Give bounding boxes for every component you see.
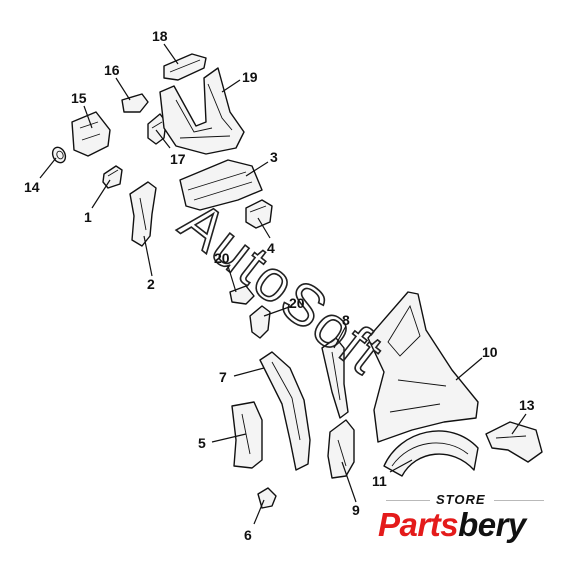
- part-19: [159, 67, 245, 155]
- logo-store-text: STORE: [436, 492, 486, 507]
- part-18: [163, 53, 207, 81]
- callout-15: 15: [71, 90, 87, 106]
- callout-4: 4: [267, 240, 275, 256]
- part-13: [485, 421, 543, 463]
- callout-20b: 20: [289, 295, 305, 311]
- callout-13: 13: [519, 397, 535, 413]
- callout-17: 17: [170, 151, 186, 167]
- watermark-text: AutoSoft: [168, 189, 396, 387]
- callout-18: 18: [152, 28, 168, 44]
- callout-8: 8: [342, 312, 350, 328]
- callout-2: 2: [147, 276, 155, 292]
- callout-19: 19: [242, 69, 258, 85]
- part-8: [321, 337, 349, 419]
- callout-7: 7: [219, 369, 227, 385]
- leader-lines: [39, 43, 527, 525]
- callout-20a: 20: [214, 250, 230, 266]
- callout-16: 16: [104, 62, 120, 78]
- part-16: [121, 93, 149, 113]
- part-2: [129, 181, 157, 247]
- part-6: [257, 487, 277, 509]
- logo-brand-bery: bery: [458, 506, 526, 543]
- part-7: [259, 351, 311, 471]
- part-3: [179, 159, 263, 211]
- part-20b: [249, 305, 271, 339]
- part-15: [71, 111, 111, 157]
- logo-rule-left: [386, 500, 430, 501]
- callout-3: 3: [270, 149, 278, 165]
- part-9: [327, 419, 355, 479]
- callout-1: 1: [84, 209, 92, 225]
- part-1: [102, 165, 123, 189]
- logo-brand-parts: Parts: [378, 506, 459, 543]
- part-5: [231, 401, 263, 469]
- callout-14: 14: [24, 179, 40, 195]
- callout-10: 10: [482, 344, 498, 360]
- callout-5: 5: [198, 435, 206, 451]
- part-11: [383, 430, 479, 477]
- callout-11: 11: [372, 473, 387, 489]
- logo-rule-right: [494, 500, 544, 501]
- callout-6: 6: [244, 527, 252, 543]
- callout-9: 9: [352, 502, 360, 518]
- part-10: [367, 291, 479, 443]
- partsbery-logo: STORE Partsbery: [378, 490, 553, 554]
- logo-brand: Partsbery: [378, 506, 526, 544]
- part-4: [245, 199, 273, 229]
